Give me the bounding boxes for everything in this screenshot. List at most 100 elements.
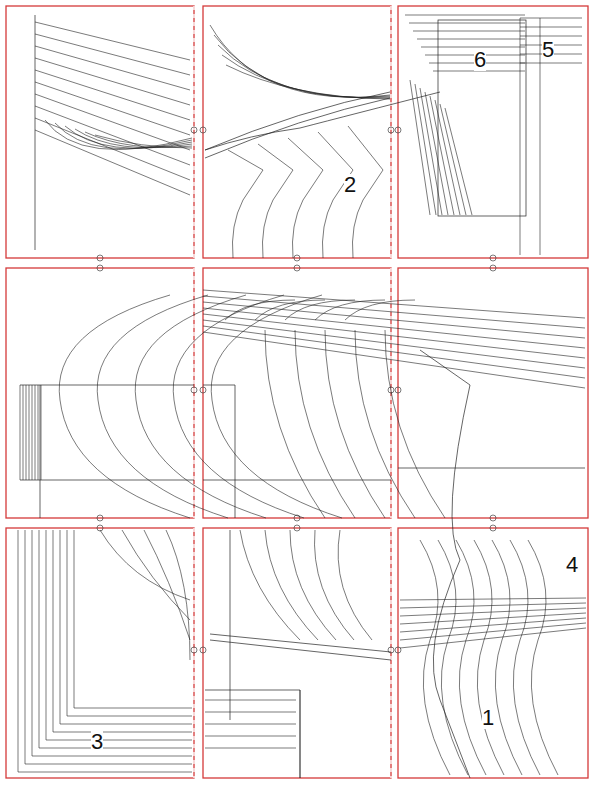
- size-line: [520, 63, 582, 64]
- size-line: [203, 320, 585, 368]
- size-line: [425, 92, 448, 215]
- size-line: [203, 302, 585, 338]
- size-line: [205, 736, 296, 737]
- size-line: [410, 80, 430, 215]
- size-line: [74, 530, 192, 708]
- size-line: [222, 55, 390, 98]
- size-line: [338, 530, 372, 640]
- registration-marks: [97, 127, 496, 653]
- page-dashes: [194, 6, 391, 778]
- size-line: [345, 300, 445, 518]
- size-line: [18, 530, 192, 772]
- size-line: [528, 540, 558, 775]
- size-line: [95, 135, 192, 148]
- size-line: [225, 300, 325, 518]
- size-line: [97, 295, 228, 518]
- size-line: [20, 385, 21, 480]
- size-line: [420, 88, 442, 215]
- size-line: [409, 23, 525, 24]
- size-line: [41, 385, 42, 480]
- size-line: [520, 18, 540, 255]
- size-line: [211, 295, 342, 518]
- size-line: [440, 104, 466, 215]
- size-line: [122, 530, 190, 620]
- page-borders: [6, 6, 588, 778]
- size-line: [420, 540, 450, 775]
- size-line: [203, 314, 585, 358]
- size-line: [265, 530, 318, 640]
- size-line: [53, 530, 192, 732]
- size-line: [35, 46, 190, 90]
- size-line: [400, 603, 586, 608]
- size-line: [26, 385, 27, 480]
- size-line: [25, 530, 192, 764]
- size-line: [314, 530, 354, 640]
- piece-number: 4: [566, 554, 578, 576]
- size-line: [400, 623, 586, 640]
- size-line: [228, 150, 263, 258]
- piece-number: 3: [91, 731, 103, 753]
- size-line: [417, 39, 525, 40]
- piece-number: 6: [474, 49, 486, 71]
- size-line: [35, 58, 190, 105]
- size-line: [510, 540, 540, 775]
- size-line: [400, 598, 586, 600]
- size-line: [45, 120, 192, 150]
- size-line: [38, 385, 39, 480]
- size-line: [210, 25, 390, 97]
- size-line: [205, 700, 296, 701]
- size-line: [415, 84, 436, 215]
- size-line: [32, 385, 33, 480]
- size-line: [438, 540, 468, 775]
- size-line: [474, 540, 504, 775]
- size-line: [75, 129, 192, 148]
- size-line: [290, 530, 336, 640]
- size-line: [258, 144, 293, 258]
- size-line: [29, 385, 30, 480]
- size-line: [405, 15, 525, 16]
- size-line: [35, 118, 190, 180]
- size-line: [203, 308, 585, 348]
- size-line: [144, 530, 190, 640]
- size-line: [400, 613, 586, 624]
- size-line: [35, 385, 36, 480]
- size-line: [173, 295, 304, 518]
- size-line: [85, 132, 192, 147]
- piece-number: 2: [344, 174, 356, 196]
- size-line: [32, 530, 192, 756]
- size-line: [35, 106, 190, 165]
- size-line: [288, 138, 323, 258]
- size-line: [203, 296, 585, 328]
- size-line: [35, 34, 190, 75]
- size-line: [214, 35, 390, 97]
- size-line: [60, 530, 192, 724]
- size-line: [400, 628, 586, 648]
- size-line: [205, 748, 296, 749]
- size-line: [520, 36, 582, 37]
- size-line: [203, 326, 585, 378]
- size-line: [46, 530, 192, 740]
- size-line: [205, 724, 296, 725]
- size-line: [100, 530, 190, 600]
- size-line: [218, 45, 390, 98]
- size-line: [520, 18, 582, 19]
- piece-number: 1: [482, 707, 494, 729]
- pattern-lines: [20, 15, 585, 778]
- size-line: [445, 108, 472, 215]
- size-line: [135, 295, 266, 518]
- size-line: [285, 300, 385, 518]
- nested-size-lines: [18, 15, 586, 775]
- size-line: [413, 31, 525, 32]
- size-line: [456, 540, 486, 775]
- size-line: [59, 295, 190, 518]
- size-line: [226, 65, 390, 99]
- size-line: [65, 126, 192, 148]
- size-line: [35, 70, 190, 120]
- size-line: [39, 530, 192, 748]
- size-line: [67, 530, 192, 716]
- size-line: [400, 618, 586, 632]
- size-line: [205, 712, 296, 713]
- size-line: [421, 47, 525, 48]
- size-line: [520, 27, 582, 28]
